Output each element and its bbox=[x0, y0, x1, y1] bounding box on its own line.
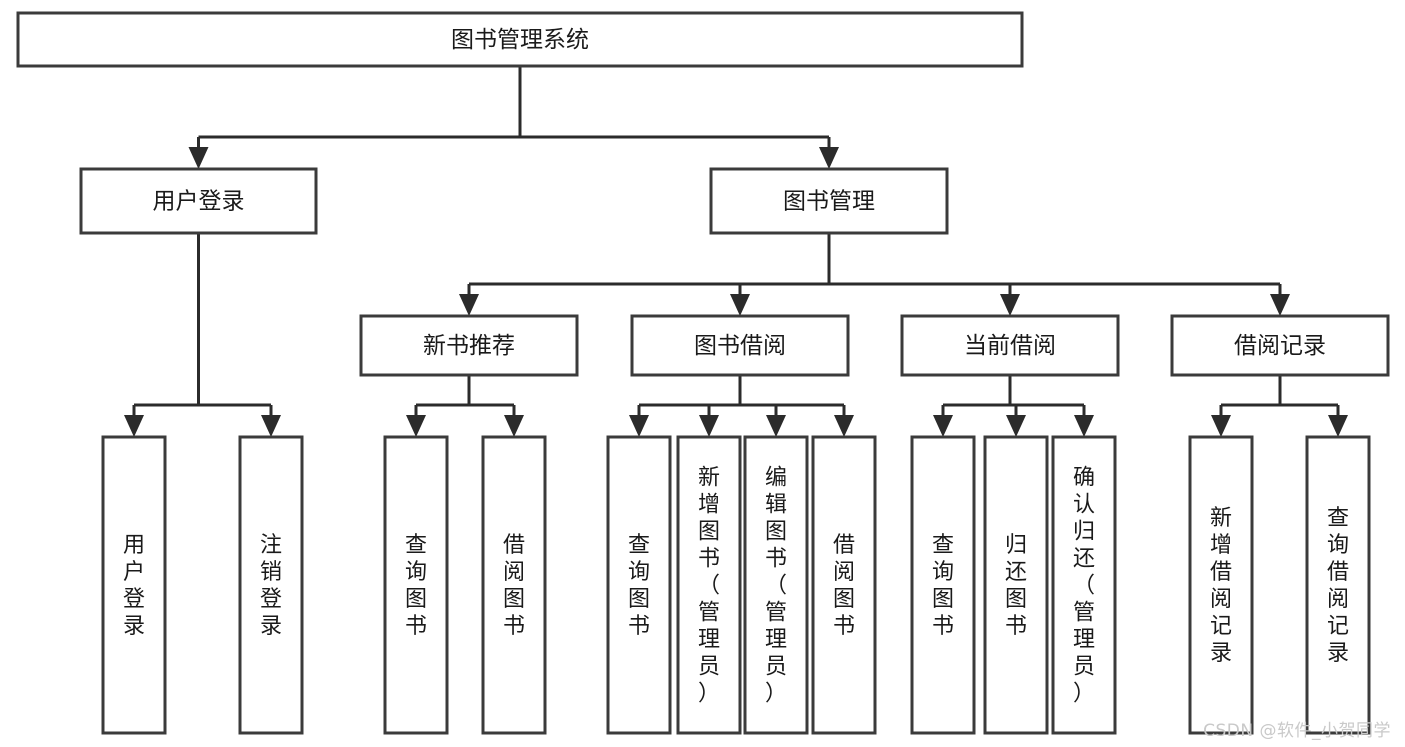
node-label: 编辑图书（管理员） bbox=[765, 466, 787, 707]
node-box[interactable] bbox=[983, 435, 1049, 735]
node-label: 借阅图书 bbox=[833, 533, 855, 639]
node-label: 图书借阅 bbox=[694, 333, 786, 359]
submodule-node-current-borrow[interactable]: 当前借阅 bbox=[900, 314, 1120, 377]
node-label: 用户登录 bbox=[153, 189, 245, 215]
feature-node-leaf-cur-query-book[interactable]: 查询图书 bbox=[910, 435, 976, 735]
node-box[interactable] bbox=[743, 435, 809, 735]
node-label: 新书推荐 bbox=[423, 333, 515, 359]
node-label: 注销登录 bbox=[260, 533, 282, 639]
node-box[interactable] bbox=[1305, 435, 1371, 735]
node-label: 新增借阅记录 bbox=[1210, 506, 1232, 666]
module-node-user-login[interactable]: 用户登录 bbox=[79, 167, 318, 235]
feature-node-leaf-rec-query-record[interactable]: 查询借阅记录 bbox=[1305, 435, 1371, 735]
node-box[interactable] bbox=[481, 435, 547, 735]
feature-node-leaf-cur-confirm-return[interactable]: 确认归还（管理员） bbox=[1051, 435, 1117, 735]
feature-node-leaf-user-logout[interactable]: 注销登录 bbox=[238, 435, 304, 735]
node-box[interactable] bbox=[101, 435, 167, 735]
node-label: 新增图书（管理员） bbox=[698, 466, 720, 707]
node-box[interactable] bbox=[709, 167, 949, 235]
node-label: 图书管理 bbox=[783, 189, 875, 215]
node-label: 归还图书 bbox=[1005, 533, 1027, 639]
feature-node-leaf-user-login[interactable]: 用户登录 bbox=[101, 435, 167, 735]
submodule-node-book-borrow[interactable]: 图书借阅 bbox=[630, 314, 850, 377]
feature-node-leaf-borrow-add-book[interactable]: 新增图书（管理员） bbox=[676, 435, 742, 735]
node-label: 当前借阅 bbox=[964, 333, 1056, 359]
feature-node-leaf-cur-return-book[interactable]: 归还图书 bbox=[983, 435, 1049, 735]
node-label: 查询图书 bbox=[628, 533, 650, 639]
feature-node-leaf-rec-add-record[interactable]: 新增借阅记录 bbox=[1188, 435, 1254, 735]
csdn-watermark: CSDN @软件_小贺同学 bbox=[1203, 721, 1391, 741]
node-label: 借阅图书 bbox=[503, 533, 525, 639]
feature-node-leaf-borrow-edit-book[interactable]: 编辑图书（管理员） bbox=[743, 435, 809, 735]
node-box[interactable] bbox=[1170, 314, 1390, 377]
feature-node-leaf-borrow-borrow-book[interactable]: 借阅图书 bbox=[811, 435, 877, 735]
feature-node-leaf-borrow-query-book[interactable]: 查询图书 bbox=[606, 435, 672, 735]
node-box[interactable] bbox=[910, 435, 976, 735]
node-box[interactable] bbox=[383, 435, 449, 735]
node-box[interactable] bbox=[359, 314, 579, 377]
node-box[interactable] bbox=[630, 314, 850, 377]
node-box[interactable] bbox=[900, 314, 1120, 377]
submodule-node-new-book-rec[interactable]: 新书推荐 bbox=[359, 314, 579, 377]
node-label: 查询借阅记录 bbox=[1327, 506, 1349, 666]
node-box[interactable] bbox=[16, 11, 1024, 68]
feature-node-leaf-rec-borrow-book[interactable]: 借阅图书 bbox=[481, 435, 547, 735]
node-box[interactable] bbox=[79, 167, 318, 235]
node-label: 借阅记录 bbox=[1234, 333, 1326, 359]
node-box[interactable] bbox=[676, 435, 742, 735]
node-box[interactable] bbox=[606, 435, 672, 735]
submodule-node-borrow-record[interactable]: 借阅记录 bbox=[1170, 314, 1390, 377]
node-label: 图书管理系统 bbox=[451, 27, 589, 53]
module-node-book-manage[interactable]: 图书管理 bbox=[709, 167, 949, 235]
node-label: 查询图书 bbox=[932, 533, 954, 639]
connector-layer bbox=[124, 66, 1348, 437]
node-label: 用户登录 bbox=[123, 533, 145, 639]
node-box[interactable] bbox=[238, 435, 304, 735]
feature-node-leaf-rec-query-book[interactable]: 查询图书 bbox=[383, 435, 449, 735]
node-label: 确认归还（管理员） bbox=[1073, 466, 1095, 707]
node-box[interactable] bbox=[1188, 435, 1254, 735]
node-box[interactable] bbox=[811, 435, 877, 735]
root-node-root[interactable]: 图书管理系统 bbox=[16, 11, 1024, 68]
node-layer: 图书管理系统用户登录图书管理新书推荐图书借阅当前借阅借阅记录用户登录注销登录查询… bbox=[16, 11, 1390, 735]
node-box[interactable] bbox=[1051, 435, 1117, 735]
node-label: 查询图书 bbox=[405, 533, 427, 639]
